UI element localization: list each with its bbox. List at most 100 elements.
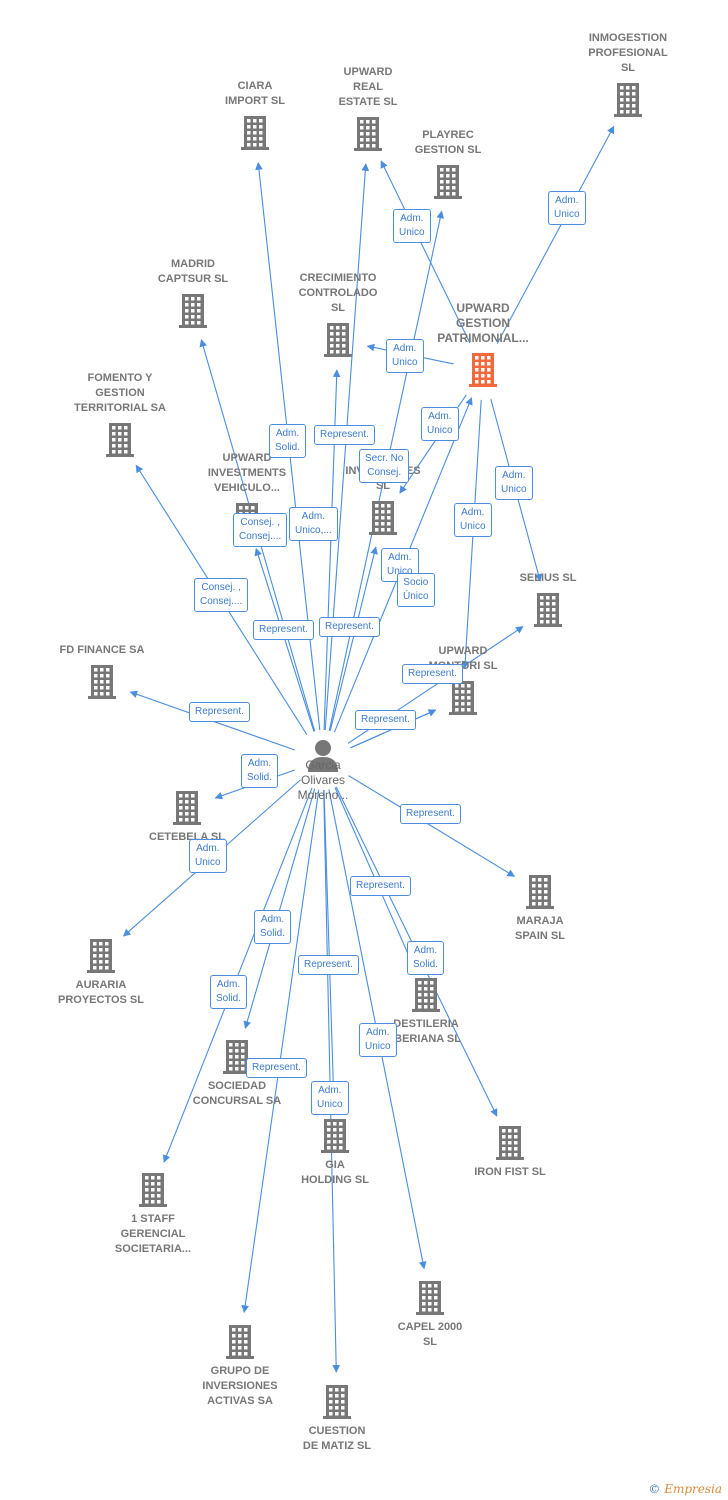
edge-label[interactable]: Adm. Solid.: [269, 424, 307, 458]
building-icon[interactable]: [348, 114, 388, 154]
edge-label[interactable]: Adm. Unico: [311, 1081, 349, 1115]
edge-label[interactable]: Represent.: [402, 664, 463, 684]
company-label[interactable]: UPWARD REAL ESTATE SL: [338, 66, 398, 108]
company-label[interactable]: CAPEL 2000 SL: [397, 1321, 463, 1348]
company-node-upward_montori[interactable]: UPWARD MONTORI SL: [393, 645, 533, 718]
edge-label[interactable]: Represent.: [246, 1058, 307, 1078]
edge-label[interactable]: Adm. Unico: [454, 503, 492, 537]
building-icon[interactable]: [528, 590, 568, 630]
edge-label[interactable]: Represent.: [314, 425, 375, 445]
company-node-gia[interactable]: GIA HOLDING SL: [265, 1116, 405, 1186]
edge-label[interactable]: Represent.: [355, 710, 416, 730]
company-label[interactable]: DESTILERIA IBERIANA SL: [391, 1018, 461, 1045]
company-node-staff[interactable]: 1 STAFF GERENCIAL SOCIETARIA...: [83, 1170, 223, 1255]
building-icon[interactable]: [217, 1037, 257, 1077]
building-icon[interactable]: [363, 498, 403, 538]
edge-label[interactable]: Represent.: [253, 620, 314, 640]
building-icon[interactable]: [235, 113, 275, 153]
edge-label[interactable]: Consej. , Consej....: [194, 578, 249, 612]
company-node-upward_real[interactable]: UPWARD REAL ESTATE SL: [298, 66, 438, 154]
edge-label[interactable]: Adm. Solid.: [241, 754, 279, 788]
company-label[interactable]: SELIUS SL: [519, 572, 577, 584]
company-label[interactable]: CUESTION DE MATIZ SL: [302, 1425, 372, 1452]
building-icon[interactable]: [410, 1278, 450, 1318]
focus-company-node[interactable]: UPWARD GESTION PATRIMONIAL...: [413, 301, 553, 390]
building-icon[interactable]: [220, 1322, 260, 1362]
person-icon[interactable]: [303, 736, 343, 776]
company-label[interactable]: FOMENTO Y GESTION TERRITORIAL SA: [74, 372, 166, 414]
building-icon[interactable]: [315, 1116, 355, 1156]
company-node-grupo[interactable]: GRUPO DE INVERSIONES ACTIVAS SA: [170, 1322, 310, 1407]
edge-label[interactable]: Adm. Unico: [189, 839, 227, 873]
edge-label[interactable]: Adm. Unico: [359, 1023, 397, 1057]
company-node-destileria[interactable]: DESTILERIA IBERIANA SL: [356, 975, 496, 1045]
edge-label[interactable]: Adm. Unico,...: [289, 507, 338, 541]
building-icon[interactable]: [520, 872, 560, 912]
building-icon[interactable]: [100, 420, 140, 460]
edge-label[interactable]: Adm. Unico: [393, 209, 431, 243]
edge-label[interactable]: Adm. Unico: [386, 339, 424, 373]
company-node-inmogestion[interactable]: INMOGESTION PROFESIONAL SL: [558, 32, 698, 120]
company-node-iron_fist[interactable]: IRON FIST SL: [440, 1123, 580, 1178]
building-icon[interactable]: [167, 788, 207, 828]
company-node-selius[interactable]: SELIUS SL: [478, 572, 618, 630]
edge-label[interactable]: Consej. , Consej....: [233, 513, 288, 547]
company-node-sociedad[interactable]: SOCIEDAD CONCURSAL SA: [167, 1037, 307, 1107]
edge-label[interactable]: Adm. Unico: [548, 191, 586, 225]
company-label[interactable]: CIARA IMPORT SL: [225, 80, 285, 107]
company-label[interactable]: GIA HOLDING SL: [301, 1159, 369, 1186]
company-node-playrec[interactable]: PLAYREC GESTION SL: [378, 129, 518, 202]
company-node-crecimiento[interactable]: CRECIMIENTO CONTROLADO SL: [268, 272, 408, 360]
company-label[interactable]: CRECIMIENTO CONTROLADO SL: [298, 272, 378, 314]
company-node-fomento[interactable]: FOMENTO Y GESTION TERRITORIAL SA: [50, 372, 190, 460]
company-label[interactable]: INMOGESTION PROFESIONAL SL: [588, 32, 668, 74]
brand-logo[interactable]: Empresia: [664, 1482, 722, 1496]
building-icon[interactable]: [318, 320, 358, 360]
building-icon[interactable]: [608, 80, 648, 120]
building-icon[interactable]: [82, 662, 122, 702]
company-label[interactable]: PLAYREC GESTION SL: [414, 129, 482, 156]
company-label[interactable]: CETEBELA SL: [149, 831, 225, 843]
building-icon[interactable]: [490, 1123, 530, 1163]
company-label[interactable]: SOCIEDAD CONCURSAL SA: [192, 1080, 282, 1107]
edge-label[interactable]: Represent.: [400, 804, 461, 824]
company-node-capel[interactable]: CAPEL 2000 SL: [360, 1278, 500, 1348]
company-node-ciara[interactable]: CIARA IMPORT SL: [185, 80, 325, 153]
company-label[interactable]: GRUPO DE INVERSIONES ACTIVAS SA: [202, 1365, 278, 1407]
edge-label[interactable]: Adm. Solid.: [407, 941, 445, 975]
edge-label[interactable]: Represent.: [298, 955, 359, 975]
building-icon[interactable]: [81, 936, 121, 976]
edge-label[interactable]: Adm. Solid.: [210, 975, 248, 1009]
person-label[interactable]: Garcia Olivares Moreno...: [297, 758, 349, 802]
company-label[interactable]: 1 STAFF GERENCIAL SOCIETARIA...: [114, 1213, 192, 1255]
company-label[interactable]: AURARIA PROYECTOS SL: [58, 979, 144, 1006]
company-label[interactable]: MADRID CAPTSUR SL: [157, 258, 229, 285]
company-label[interactable]: UPWARD INVESTMENTS VEHICULO...: [207, 452, 287, 494]
building-icon[interactable]: [317, 1382, 357, 1422]
company-label[interactable]: IRON FIST SL: [474, 1166, 546, 1178]
edge-label[interactable]: Secr. No Consej.: [359, 449, 410, 483]
company-label[interactable]: MARAJA SPAIN SL: [515, 915, 565, 942]
building-icon[interactable]: [133, 1170, 173, 1210]
building-icon[interactable]: [463, 350, 503, 390]
edge-label[interactable]: Socio Único: [397, 573, 435, 607]
edge-label[interactable]: Represent.: [350, 876, 411, 896]
edge-label[interactable]: Represent.: [319, 617, 380, 637]
company-node-maraja[interactable]: MARAJA SPAIN SL: [470, 872, 610, 942]
edge-label[interactable]: Represent.: [189, 702, 250, 722]
building-icon[interactable]: [173, 291, 213, 331]
company-node-fd_finance[interactable]: FD FINANCE SA: [32, 644, 172, 702]
company-node-cuestion[interactable]: CUESTION DE MATIZ SL: [267, 1382, 407, 1452]
edge-label[interactable]: Adm. Unico: [421, 407, 459, 441]
building-icon[interactable]: [406, 975, 446, 1015]
company-label[interactable]: FD FINANCE SA: [59, 644, 145, 656]
building-icon[interactable]: [443, 678, 483, 718]
company-node-cetebela[interactable]: CETEBELA SL: [117, 788, 257, 843]
company-node-madrid_captsur[interactable]: MADRID CAPTSUR SL: [123, 258, 263, 331]
edge-label[interactable]: Adm. Solid.: [254, 910, 292, 944]
company-label[interactable]: UPWARD GESTION PATRIMONIAL...: [437, 301, 529, 345]
building-icon[interactable]: [428, 162, 468, 202]
company-node-auraria[interactable]: AURARIA PROYECTOS SL: [31, 936, 171, 1006]
person-node[interactable]: Garcia Olivares Moreno...: [253, 740, 393, 802]
edge-label[interactable]: Adm. Unico: [495, 466, 533, 500]
